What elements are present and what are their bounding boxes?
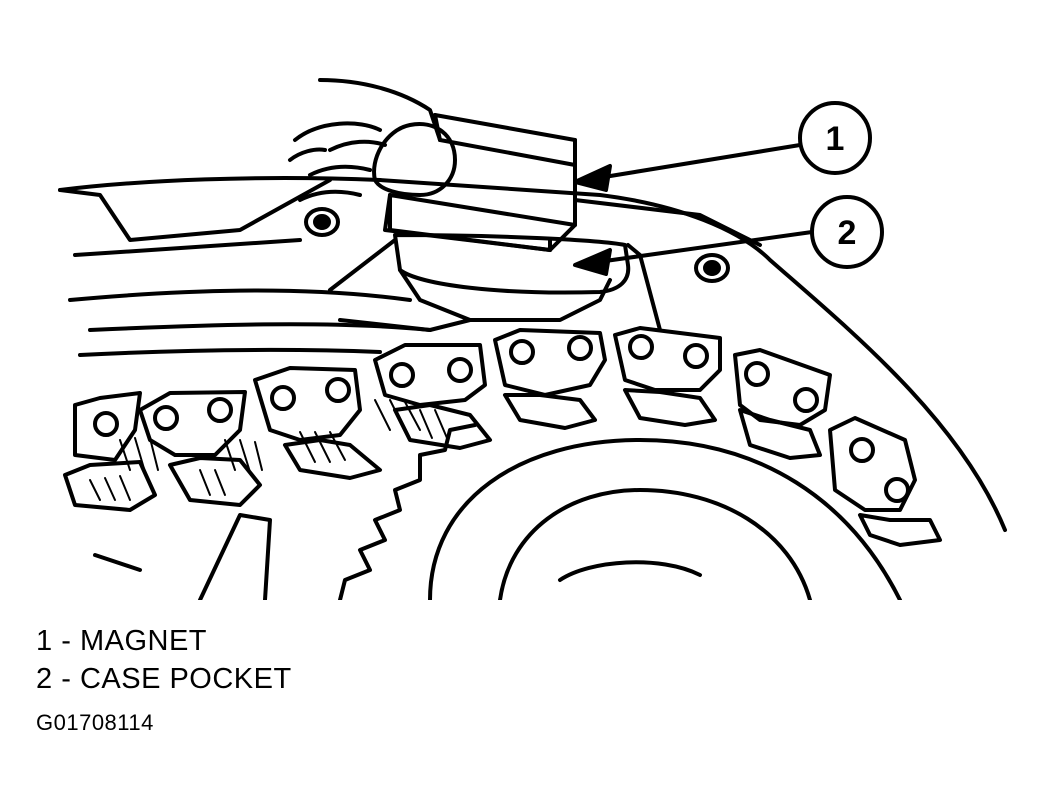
bolt-boss-left <box>304 207 340 237</box>
chain-link <box>733 348 832 427</box>
figure-code: G01708114 <box>36 710 154 735</box>
hand-outline <box>318 78 442 142</box>
bolt-boss-right <box>694 253 730 283</box>
chain-pin <box>447 357 473 383</box>
case-pocket-lip <box>328 238 397 292</box>
magnet-block <box>383 113 577 252</box>
chain-pin <box>683 343 709 369</box>
chain-pin <box>153 405 179 431</box>
chain-link <box>73 391 142 462</box>
legend-label: MAGNET <box>79 625 207 657</box>
chain-pin <box>567 335 593 361</box>
callout-circle-2 <box>810 195 884 269</box>
callout-number-1: 1 <box>826 120 845 158</box>
thumb <box>372 122 457 197</box>
finger-upper <box>293 121 382 142</box>
chain-pin <box>509 339 535 365</box>
chain-pin <box>849 437 875 463</box>
chain-guide <box>198 513 272 600</box>
chain-inner-link <box>623 388 717 427</box>
legend-item-magnet: 1 - MAGNET <box>36 622 292 660</box>
chain-hatching <box>89 399 448 501</box>
chain-pin <box>628 334 654 360</box>
callout-circle-1 <box>798 101 872 175</box>
case-pocket-floor <box>398 268 612 322</box>
chain-pin <box>325 377 351 403</box>
chain-inner-link <box>283 438 382 480</box>
legend-label: CASE POCKET <box>79 663 292 695</box>
legend-separator: - <box>61 663 72 695</box>
callout-number-2: 2 <box>838 214 857 252</box>
chain-link <box>138 390 247 457</box>
sprocket-inner-arc <box>498 488 812 600</box>
case-housing-edge-3 <box>78 347 382 357</box>
chain-inner-link <box>63 460 157 512</box>
chain-pin <box>793 387 819 413</box>
callout-leader-2 <box>573 230 814 276</box>
case-pocket-outline <box>393 233 631 295</box>
chain-pin <box>270 385 296 411</box>
case-housing-outline <box>58 176 1007 532</box>
chain-inner-link <box>738 408 822 460</box>
chain-inner-link <box>168 456 262 507</box>
magnet-case-pocket-illustration: 1 2 <box>58 78 1007 600</box>
legend-separator: - <box>61 625 72 657</box>
sprocket-hub-arc <box>558 560 702 582</box>
chain-pin <box>93 411 119 437</box>
legend-number: 2 <box>36 663 53 695</box>
sprocket-outer-arc <box>428 438 902 600</box>
chain-inner-link <box>858 513 942 547</box>
chain-pin <box>389 362 415 388</box>
case-housing-inner-edge <box>68 288 412 302</box>
chain-link <box>373 343 487 407</box>
finger-crease-2 <box>298 189 362 202</box>
chain-link <box>828 416 917 512</box>
chain-inner-link <box>393 403 492 450</box>
finger-lower <box>328 139 387 152</box>
finger-crease-3 <box>288 147 327 162</box>
case-rib-lower <box>73 238 302 257</box>
legend: 1 - MAGNET 2 - CASE POCKET <box>36 622 292 698</box>
chain-link <box>493 328 607 397</box>
chain-pin <box>884 477 910 503</box>
chain-pin <box>207 397 233 423</box>
guide-shaft <box>93 553 142 572</box>
drive-chain <box>63 326 942 547</box>
chain-link <box>613 326 722 392</box>
case-pocket-lip-2 <box>338 318 472 332</box>
legend-item-case-pocket: 2 - CASE POCKET <box>36 660 292 698</box>
chain-pin <box>744 361 770 387</box>
case-rib-upper <box>58 178 332 242</box>
callout-leader-1 <box>573 143 802 192</box>
finger-crease <box>308 164 372 177</box>
legend-number: 1 <box>36 625 53 657</box>
chain-inner-link <box>503 393 597 430</box>
sprocket-teeth <box>338 423 477 600</box>
chain-link <box>253 366 362 442</box>
case-ledge <box>573 198 762 247</box>
